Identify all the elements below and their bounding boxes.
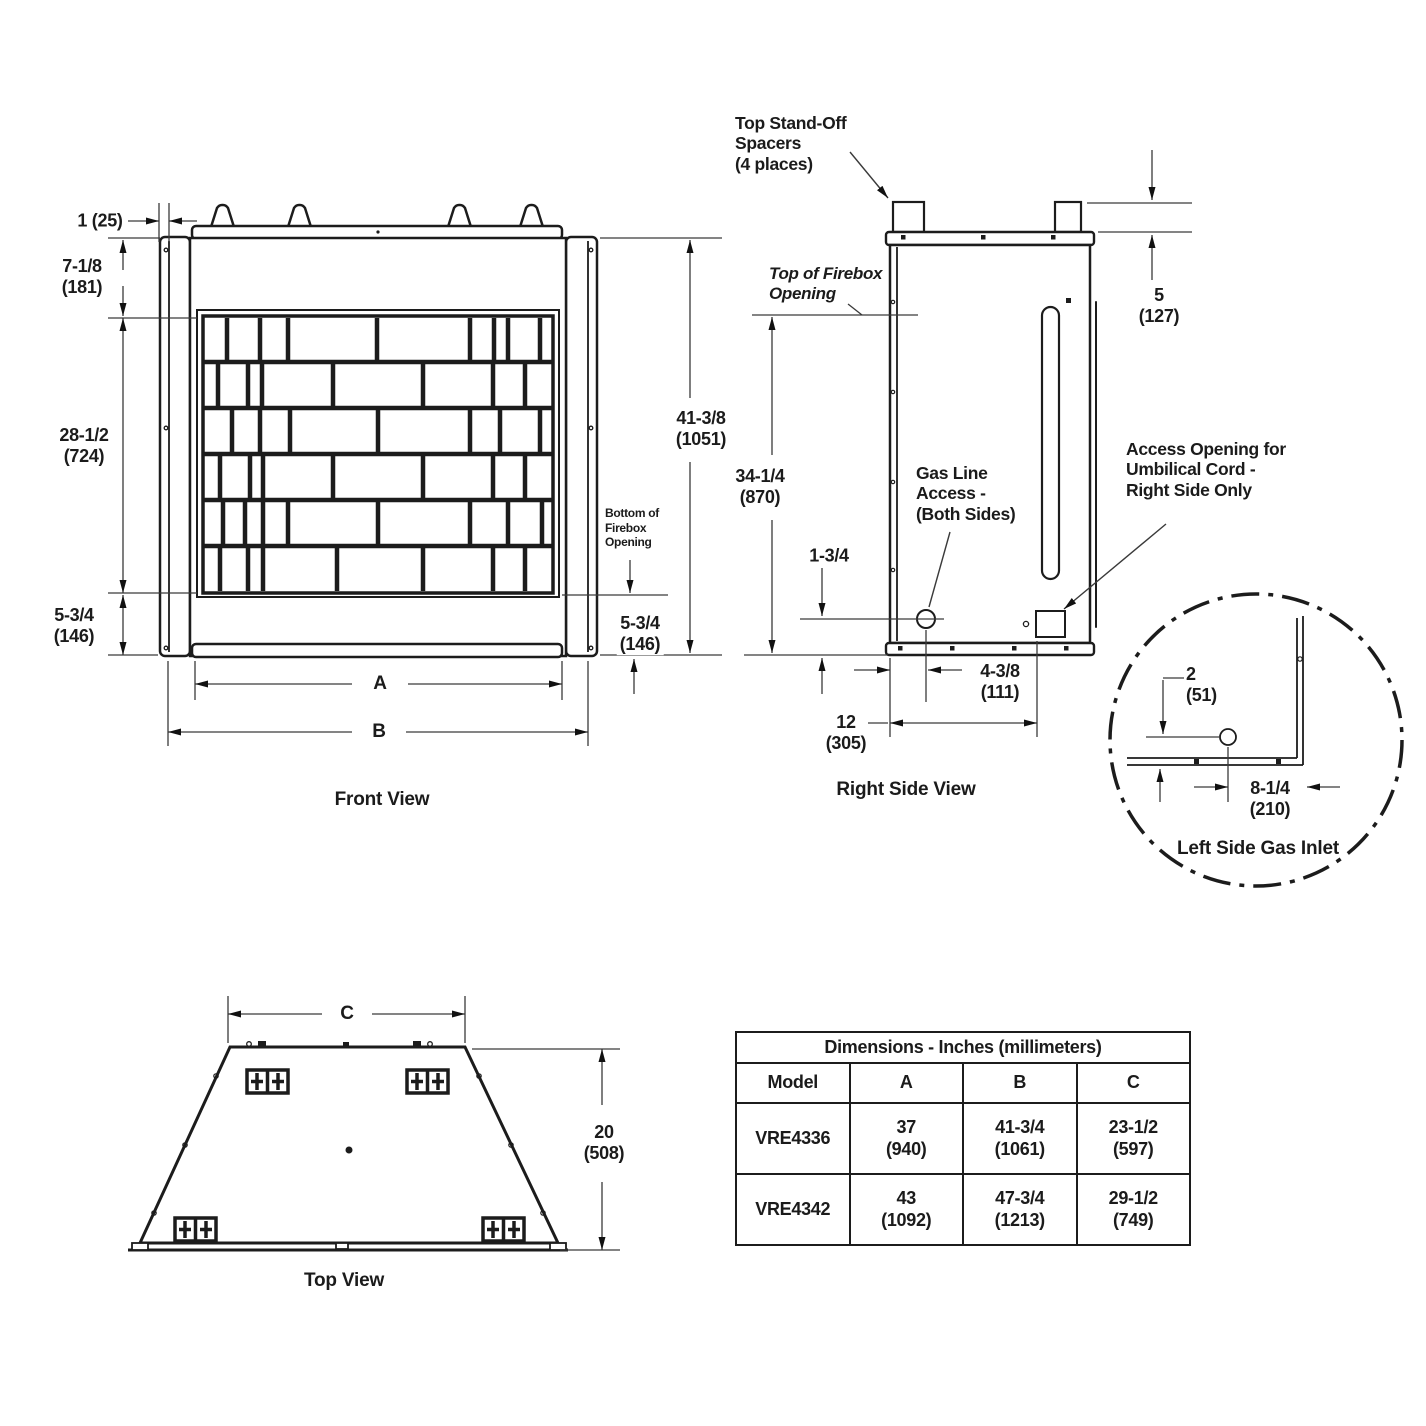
umbilical-cord-access-note: Access Opening for Umbilical Cord - Righ…	[1126, 439, 1286, 500]
top-view-drawing	[128, 1041, 568, 1252]
top-of-firebox-opening-note: Top of Firebox Opening	[769, 264, 883, 303]
inlet-depth-dim-label: 8-1/4 (210)	[1249, 778, 1291, 819]
table-header-b: B	[962, 1062, 1078, 1104]
front-view-drawing	[158, 203, 599, 659]
depth-dim-label: 12 (305)	[825, 712, 867, 753]
dim-c-label: C	[337, 1002, 357, 1026]
gas-depth-dim-label: 4-3/8 (111)	[980, 661, 1020, 702]
top-view-depth-dim-label: 20 (508)	[580, 1122, 628, 1164]
inlet-height-dim-label: 2 (51)	[1186, 664, 1217, 705]
table-header-c: C	[1075, 1062, 1191, 1104]
table-title-row: Dimensions - Inches (millimeters)	[735, 1031, 1191, 1064]
front-flange-dim-label: 1 (25)	[77, 210, 123, 231]
dim-a-label: A	[370, 672, 390, 696]
top-view-dimension-lines	[227, 996, 620, 1251]
table-cell-c: 29-1/2 (749)	[1075, 1173, 1191, 1246]
table-header-a: A	[848, 1062, 964, 1104]
table-cell-model: VRE4336	[735, 1102, 851, 1175]
table-cell-c: 23-1/2 (597)	[1075, 1102, 1191, 1175]
front-opening-height-dim-label: 28-1/2 (724)	[59, 425, 109, 466]
dim-b-label: B	[369, 720, 389, 744]
gas-line-access-note: Gas Line Access - (Both Sides)	[916, 463, 1016, 524]
bottom-firebox-opening-note: Bottom of Firebox Opening	[605, 506, 659, 550]
right-side-view-dimension-lines	[744, 150, 1192, 737]
front-view-dimension-lines	[108, 203, 722, 746]
table-header-model: Model	[735, 1062, 851, 1104]
table-cell-b: 41-3/4 (1061)	[962, 1102, 1078, 1175]
gas-offset-dim-label: 1-3/4	[809, 545, 849, 566]
table-header-row: Model A B C	[735, 1062, 1191, 1104]
gas-inlet-detail-drawing	[1108, 592, 1404, 888]
gas-inlet-detail-title: Left Side Gas Inlet	[1177, 837, 1339, 859]
table-row: VRE4342 43 (1092) 47-3/4 (1213) 29-1/2 (…	[735, 1173, 1191, 1246]
table-cell-b: 47-3/4 (1213)	[962, 1173, 1078, 1246]
table-title: Dimensions - Inches (millimeters)	[735, 1031, 1191, 1064]
front-bottom-left-dim-label: 5-3/4 (146)	[53, 605, 95, 646]
table-cell-a: 43 (1092)	[848, 1173, 964, 1246]
table-row: VRE4336 37 (940) 41-3/4 (1061) 23-1/2 (5…	[735, 1102, 1191, 1175]
front-overall-height-dim-label: 41-3/8 (1051)	[672, 408, 730, 450]
front-view-title: Front View	[334, 788, 430, 810]
spacer-height-dim-label: 5 (127)	[1138, 285, 1180, 326]
top-standoff-spacers-note: Top Stand-Off Spacers (4 places)	[735, 113, 847, 174]
right-side-view-title: Right Side View	[836, 778, 976, 800]
firebox-height-dim-label: 34-1/4 (870)	[732, 466, 788, 508]
dimensions-table: Dimensions - Inches (millimeters) Model …	[735, 1031, 1191, 1246]
right-side-view-drawing	[884, 200, 1097, 657]
top-view-title: Top View	[303, 1269, 385, 1291]
front-top-band-dim-label: 7-1/8 (181)	[61, 256, 103, 297]
gas-inlet-detail-dimension-lines	[1146, 677, 1340, 802]
table-cell-a: 37 (940)	[848, 1102, 964, 1175]
front-bottom-right-dim-label: 5-3/4 (146)	[616, 613, 664, 655]
table-cell-model: VRE4342	[735, 1173, 851, 1246]
